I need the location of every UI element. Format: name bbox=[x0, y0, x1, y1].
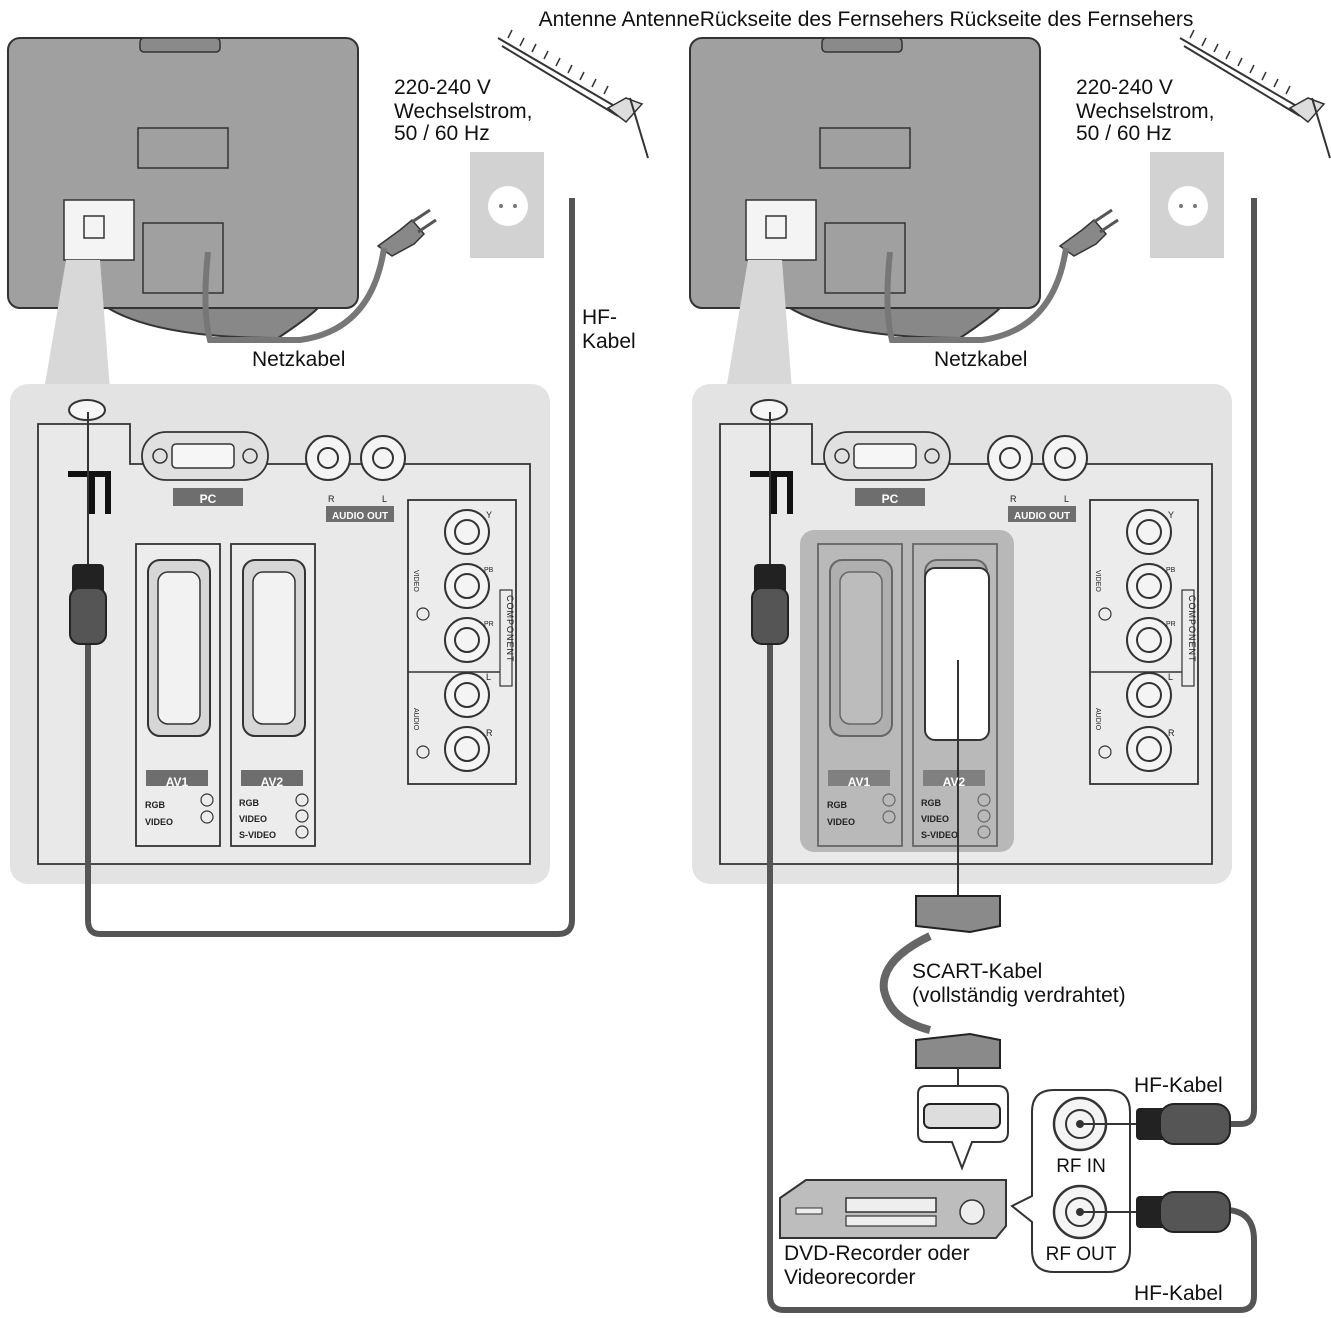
right-av1-rgb-label: RGB bbox=[827, 800, 848, 810]
left-audio-out-label: AUDIO OUT bbox=[332, 511, 388, 522]
left-hf-cable-label-2: Kabel bbox=[582, 330, 636, 353]
rf-out-plug-icon bbox=[1136, 1196, 1166, 1228]
right-zoom-wedge bbox=[726, 260, 792, 390]
left-pc-label: PC bbox=[200, 492, 217, 506]
right-pc-label: PC bbox=[882, 492, 899, 506]
right-av1-label: AV1 bbox=[848, 775, 871, 789]
left-av2-video-label: VIDEO bbox=[239, 814, 267, 824]
right-power-frequency: 50 / 60 Hz bbox=[1076, 122, 1172, 145]
right-hf-cable-to-tv bbox=[767, 640, 1257, 1313]
right-av2-label: AV2 bbox=[943, 775, 966, 789]
right-power-cable bbox=[884, 247, 1069, 343]
left-av2-svideo-label: S-VIDEO bbox=[239, 830, 276, 840]
recorder-label-2: Videorecorder bbox=[784, 1266, 916, 1289]
left-power-voltage: 220-240 V bbox=[394, 76, 491, 99]
left-av2-label: AV2 bbox=[261, 775, 284, 789]
left-av1-video-label: VIDEO bbox=[145, 817, 173, 827]
left-antenna-icon bbox=[497, 29, 649, 159]
header-title: Antenne AntenneRückseite des Fernsehers … bbox=[539, 8, 1194, 31]
right-rf-plug-body bbox=[751, 587, 789, 645]
left-power-type: Wechselstrom, bbox=[394, 100, 532, 123]
rf-in-label: RF IN bbox=[1056, 1156, 1106, 1177]
left-zoom-wedge bbox=[44, 260, 110, 390]
left-av2-rgb-label: RGB bbox=[239, 798, 260, 808]
scart-plug-bottom-icon bbox=[915, 1032, 1001, 1069]
left-pr-label: PR bbox=[484, 621, 494, 628]
recorder-label-1: DVD-Recorder oder bbox=[784, 1242, 970, 1265]
left-rf-plug-icon bbox=[72, 564, 104, 594]
left-audio-r-label: R bbox=[486, 728, 493, 738]
left-component-label: COMPONENT bbox=[505, 595, 515, 663]
right-audio-label: AUDIO bbox=[1094, 708, 1101, 731]
left-av1-label: AV1 bbox=[166, 775, 189, 789]
left-wall-outlet-icon bbox=[470, 152, 544, 258]
left-l-label: L bbox=[382, 494, 387, 504]
right-video-label: VIDEO bbox=[1094, 570, 1101, 592]
right-l-label: L bbox=[1064, 494, 1069, 504]
right-av1-video-label: VIDEO bbox=[827, 817, 855, 827]
recorder-icon bbox=[779, 1179, 1007, 1239]
right-wall-outlet-icon bbox=[1150, 152, 1224, 258]
right-av2-video-label: VIDEO bbox=[921, 814, 949, 824]
right-power-type: Wechselstrom, bbox=[1076, 100, 1214, 123]
right-rf-plug-icon bbox=[754, 564, 786, 594]
rf-out-label: RF OUT bbox=[1046, 1244, 1117, 1265]
right-antenna-icon bbox=[1179, 29, 1331, 159]
right-hf-cable-antenna bbox=[1228, 198, 1257, 1127]
left-audio-label: AUDIO bbox=[412, 708, 419, 731]
right-r-label: R bbox=[1010, 494, 1017, 504]
left-power-cable bbox=[202, 247, 387, 343]
right-audio-r-label: R bbox=[1168, 728, 1175, 738]
right-component-label: COMPONENT bbox=[1187, 595, 1197, 663]
rf-in-plug-icon bbox=[1136, 1108, 1166, 1140]
left-y-label: Y bbox=[486, 510, 492, 520]
hf-cable-bottom-label: HF-Kabel bbox=[1134, 1282, 1223, 1305]
right-pr-label: PR bbox=[1166, 621, 1176, 628]
scart-socket-icon bbox=[923, 1103, 1001, 1129]
left-pb-label: PB bbox=[484, 567, 494, 574]
scart-plug-top-icon bbox=[915, 895, 1001, 934]
scart-cable-loop bbox=[879, 932, 932, 1034]
right-pb-label: PB bbox=[1166, 567, 1176, 574]
left-power-cable-label: Netzkabel bbox=[252, 348, 345, 371]
left-power-frequency: 50 / 60 Hz bbox=[394, 122, 490, 145]
right-y-label: Y bbox=[1168, 510, 1174, 520]
scart-label-2: (vollständig verdrahtet) bbox=[912, 984, 1126, 1007]
left-hf-cable bbox=[85, 198, 575, 937]
left-video-label: VIDEO bbox=[412, 570, 419, 592]
left-hf-cable-label-1: HF- bbox=[582, 306, 617, 329]
left-audio-l-label: L bbox=[486, 672, 491, 682]
right-audio-l-label: L bbox=[1168, 672, 1173, 682]
scart-label-1: SCART-Kabel bbox=[912, 960, 1042, 983]
left-av1-rgb-label: RGB bbox=[145, 800, 166, 810]
right-power-voltage: 220-240 V bbox=[1076, 76, 1173, 99]
right-power-cable-label: Netzkabel bbox=[934, 348, 1027, 371]
right-audio-out-label: AUDIO OUT bbox=[1014, 511, 1070, 522]
hf-cable-top-label: HF-Kabel bbox=[1134, 1074, 1223, 1097]
left-r-label: R bbox=[328, 494, 335, 504]
left-rf-plug-body bbox=[69, 587, 107, 645]
right-av2-rgb-label: RGB bbox=[921, 798, 942, 808]
right-av2-svideo-label: S-VIDEO bbox=[921, 830, 958, 840]
